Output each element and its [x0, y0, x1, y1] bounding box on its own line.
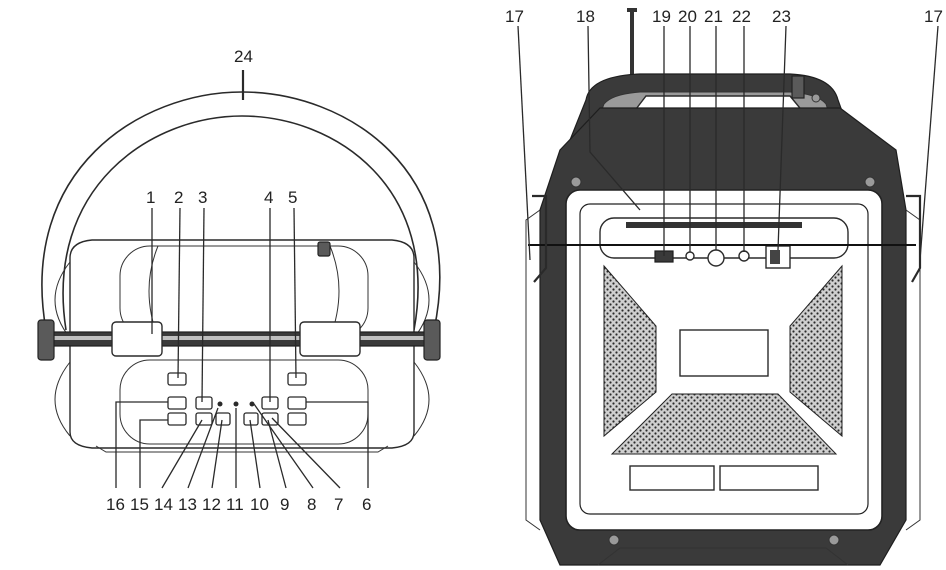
callout-22: 22	[732, 7, 751, 26]
callout-9: 9	[280, 495, 289, 514]
control-buttons	[167, 372, 307, 426]
callout-17-right: 17	[924, 7, 943, 26]
left-view: 24 1 2 3 4 5 16 15 14 13 12 11 10 9 8 7 …	[37, 47, 441, 514]
callout-7: 7	[334, 495, 343, 514]
antenna	[630, 10, 634, 88]
callout-23: 23	[772, 7, 791, 26]
left-leaders	[115, 70, 369, 489]
callout-2: 2	[174, 188, 183, 207]
callout-4: 4	[264, 188, 273, 207]
callout-6: 6	[362, 495, 371, 514]
callout-8: 8	[307, 495, 316, 514]
callout-1: 1	[146, 188, 155, 207]
left-grille	[603, 264, 657, 438]
display-window	[679, 329, 769, 377]
callout-5: 5	[288, 188, 297, 207]
callout-3: 3	[198, 188, 207, 207]
right-grille	[789, 264, 843, 438]
callout-24: 24	[234, 47, 253, 66]
callout-21: 21	[704, 7, 723, 26]
callout-20: 20	[678, 7, 697, 26]
callout-12: 12	[202, 495, 221, 514]
callout-17-left: 17	[505, 7, 524, 26]
right-leaders	[517, 25, 939, 261]
callout-14: 14	[154, 495, 173, 514]
callout-15: 15	[130, 495, 149, 514]
right-view: 17 18 19 20 21 22 23 17	[505, 7, 943, 566]
callout-16: 16	[106, 495, 125, 514]
callout-19: 19	[652, 7, 671, 26]
callout-10: 10	[250, 495, 269, 514]
callout-13: 13	[178, 495, 197, 514]
bottom-grille	[610, 393, 838, 455]
callout-18: 18	[576, 7, 595, 26]
callout-11: 11	[226, 495, 244, 514]
